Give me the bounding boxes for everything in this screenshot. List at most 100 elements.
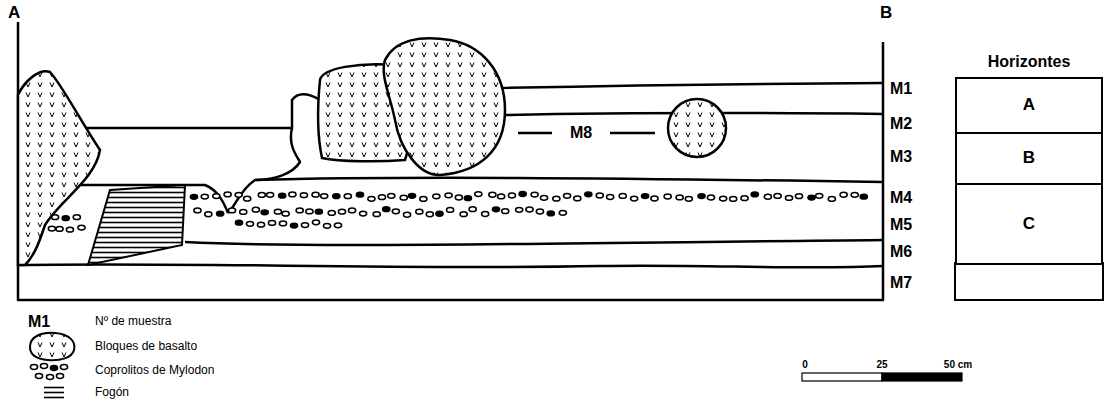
- coprolite: [315, 209, 322, 214]
- horizon-letter: A: [1023, 96, 1035, 115]
- table-heading: Horizontes: [988, 53, 1071, 71]
- coprolite: [383, 207, 390, 212]
- legend-sample-number: M1: [28, 313, 50, 331]
- coprolite: [426, 212, 433, 217]
- coprolite: [547, 211, 554, 216]
- coprolite: [707, 195, 714, 200]
- coprolite: [60, 365, 67, 370]
- coprolite: [274, 209, 281, 214]
- sample-number: M8: [570, 124, 592, 142]
- coprolite: [56, 374, 63, 379]
- sample-number: M2: [890, 115, 912, 133]
- horizon-line: [18, 264, 883, 267]
- basalt-block: [668, 99, 726, 157]
- coprolite: [244, 196, 251, 201]
- coprolite: [368, 196, 375, 201]
- coprolite-layer: [42, 192, 867, 233]
- coprolite: [246, 221, 253, 226]
- horizon-line: [185, 240, 883, 245]
- coprolite: [194, 208, 201, 213]
- coprolite: [359, 211, 366, 216]
- coprolite: [502, 209, 509, 214]
- coprolite: [344, 194, 351, 199]
- coprolite: [201, 194, 208, 199]
- coprolite: [785, 196, 792, 201]
- coprolite: [516, 207, 523, 212]
- coprolite: [228, 208, 235, 213]
- coprolite: [35, 374, 42, 379]
- legend-text: Nº de muestra: [95, 314, 171, 328]
- horizon-line: [255, 178, 883, 182]
- coprolite: [559, 210, 566, 215]
- coprolite: [536, 209, 543, 214]
- coprolite: [268, 221, 275, 226]
- legend-entry: Nº de muestra: [95, 315, 171, 328]
- coprolite: [860, 194, 867, 199]
- profile-end-label: A: [8, 4, 20, 23]
- legend-text: Coprolitos de Mylodon: [95, 363, 214, 377]
- coprolite: [596, 193, 603, 198]
- horizon-letter: B: [1023, 149, 1035, 168]
- coprolite: [334, 223, 341, 228]
- coprolite: [213, 194, 220, 199]
- sample-number: M6: [890, 243, 912, 261]
- coprolite: [482, 212, 489, 217]
- coprolite: [455, 195, 462, 200]
- coprolite: [388, 193, 395, 198]
- coprolite: [279, 221, 286, 226]
- dash: [610, 132, 655, 135]
- coprolite: [607, 195, 614, 200]
- coprolite: [416, 209, 423, 214]
- coprolite: [446, 208, 453, 213]
- coprolite: [235, 192, 242, 197]
- coprolite: [508, 193, 515, 198]
- coprolite: [333, 194, 340, 199]
- scale-label: 25: [876, 359, 887, 370]
- coprolite: [348, 208, 355, 213]
- scale-bar: [802, 373, 882, 381]
- coprolite: [217, 211, 224, 216]
- coprolite: [774, 194, 781, 199]
- coprolite: [62, 216, 69, 221]
- basalt-block: [18, 71, 100, 265]
- coprolite: [48, 226, 55, 231]
- coprolite: [408, 193, 415, 198]
- coprolite: [321, 194, 328, 199]
- coprolite: [392, 209, 399, 214]
- coprolite: [40, 364, 47, 369]
- sample-number: M5: [890, 216, 912, 234]
- coprolite: [464, 196, 471, 201]
- legend-coprolite-icon: [30, 364, 67, 380]
- coprolite: [816, 193, 823, 198]
- coprolite: [296, 208, 303, 213]
- horizon-line: [228, 128, 300, 213]
- coprolite: [46, 375, 53, 380]
- horizon-cell: C: [955, 183, 1103, 265]
- coprolite: [585, 192, 592, 197]
- coprolite: [373, 212, 380, 217]
- coprolite: [436, 211, 443, 216]
- coprolite: [751, 192, 758, 197]
- coprolite: [224, 192, 231, 197]
- coprolite: [312, 192, 319, 197]
- coprolite: [205, 212, 212, 217]
- coprolite: [290, 223, 297, 228]
- legend-entry: Bloques de basalto: [95, 340, 197, 353]
- legend-entry: Fogón: [95, 386, 129, 399]
- coprolite: [378, 195, 385, 200]
- coprolite: [651, 196, 658, 201]
- profile-end-label: B: [880, 4, 892, 23]
- coprolite: [526, 207, 533, 212]
- scale-label: 50 cm: [944, 359, 972, 370]
- coprolite: [531, 192, 538, 197]
- profile-lines: [18, 22, 883, 300]
- coprolite: [420, 197, 427, 202]
- coprolite: [306, 209, 313, 214]
- sample-number: M7: [890, 274, 912, 292]
- coprolite: [267, 192, 274, 197]
- coprolite: [840, 192, 847, 197]
- coprolite: [66, 227, 73, 232]
- coprolite: [498, 194, 505, 199]
- coprolite: [257, 222, 264, 227]
